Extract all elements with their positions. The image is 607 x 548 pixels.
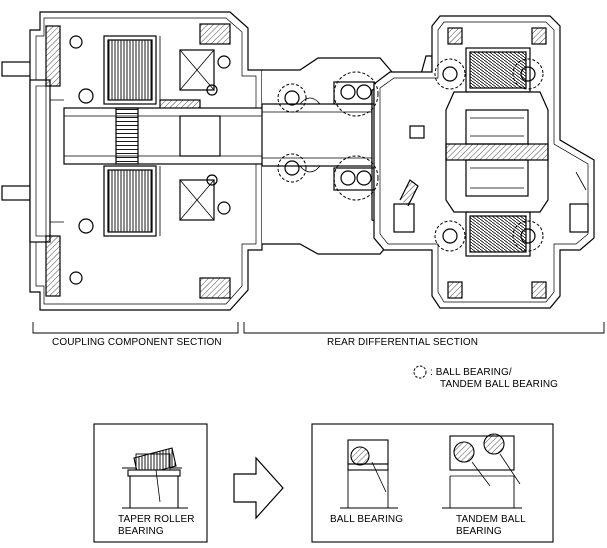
- highlight-circle: [333, 71, 379, 117]
- coupling-component-drawing: [1, 11, 265, 311]
- arrow-shape: [233, 456, 284, 520]
- highlight-circle: [277, 83, 307, 113]
- highlight-circle: [333, 155, 379, 201]
- taper-label-line-1: TAPER ROLLER: [118, 514, 195, 525]
- legend-line-1: : BALL BEARING/: [430, 367, 512, 378]
- taper-label-line-2: BEARING: [118, 526, 164, 537]
- highlight-circle: [434, 58, 466, 90]
- ball-bearing-label: BALL BEARING: [330, 514, 404, 525]
- bearing-highlights: [277, 58, 544, 252]
- rear-diff-bracket: [243, 322, 605, 334]
- section-brackets: [32, 322, 605, 334]
- highlight-circle: [277, 153, 307, 183]
- highlight-circle: [512, 220, 544, 252]
- highlight-circle: [434, 220, 466, 252]
- rear-diff-section-label: REAR DIFFERENTIAL SECTION: [327, 337, 479, 348]
- legend-line-2: TANDEM BALL BEARING: [440, 379, 559, 390]
- rear-differential-drawing: [373, 15, 595, 309]
- coupling-section-label: COUPLING COMPONENT SECTION: [52, 337, 222, 348]
- tandem-label-line-2: BEARING: [456, 526, 502, 537]
- taper-roller-box: [93, 423, 208, 543]
- legend-dashed-circle: [413, 365, 427, 379]
- coupling-bracket: [32, 322, 239, 334]
- highlight-circle: [512, 58, 544, 90]
- tandem-label-line-1: TANDEM BALL: [456, 514, 526, 525]
- ball-tandem-box: [311, 423, 554, 543]
